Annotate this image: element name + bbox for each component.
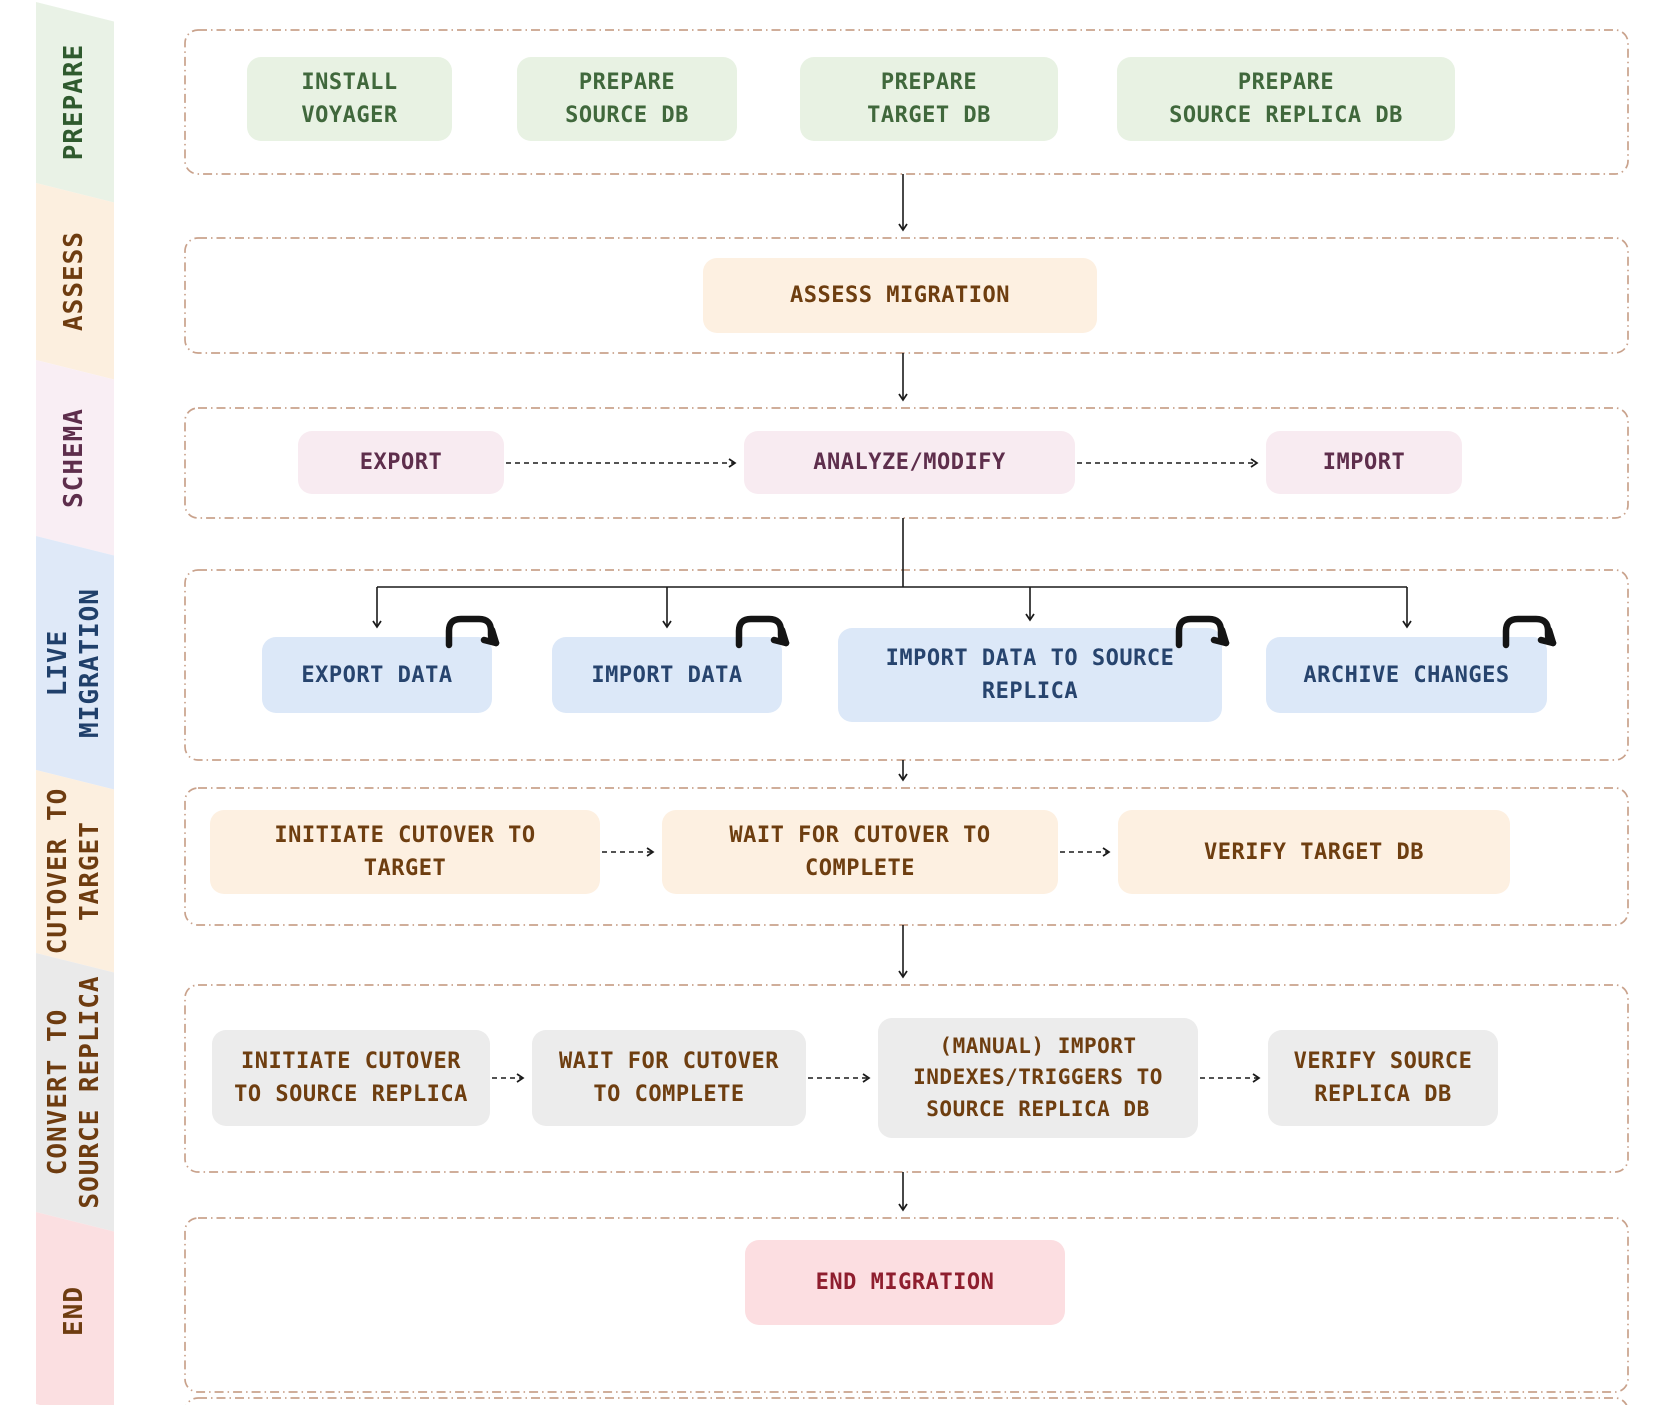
node-assess-migration: ASSESS MIGRATION [703,258,1097,333]
node-import-data: IMPORT DATA [552,637,782,713]
node-wait-cutover-source-replica: WAIT FOR CUTOVER TO COMPLETE [532,1030,806,1126]
node-manual-import-indexes-triggers: (MANUAL) IMPORT INDEXES/TRIGGERS TO SOUR… [878,1018,1198,1138]
node-prepare-source-replica-db: PREPARE SOURCE REPLICA DB [1117,57,1455,141]
node-install-voyager: INSTALL VOYAGER [247,57,452,141]
node-wait-cutover-target: WAIT FOR CUTOVER TO COMPLETE [662,810,1058,894]
phase-label-end: END [59,1286,89,1336]
node-archive-changes: ARCHIVE CHANGES [1266,637,1547,713]
phase-label-convert-to-source-replica: CONVERT TO SOURCE REPLICA [43,975,105,1209]
node-end-migration: END MIGRATION [745,1240,1065,1325]
node-export-schema: EXPORT [298,431,504,494]
node-import-schema: IMPORT [1266,431,1462,494]
node-analyze-modify-schema: ANALYZE/MODIFY [744,431,1075,494]
node-import-data-source-replica: IMPORT DATA TO SOURCE REPLICA [838,628,1222,722]
node-prepare-target-db: PREPARE TARGET DB [800,57,1058,141]
row-container-partial-bottom [185,1397,1628,1405]
node-verify-source-replica-db: VERIFY SOURCE REPLICA DB [1268,1030,1498,1126]
node-prepare-source-db: PREPARE SOURCE DB [517,57,737,141]
phase-label-assess: ASSESS [59,231,89,331]
phase-label-schema: SCHEMA [59,408,89,508]
node-initiate-cutover-source-replica: INITIATE CUTOVER TO SOURCE REPLICA [212,1030,490,1126]
node-initiate-cutover-target: INITIATE CUTOVER TO TARGET [210,810,600,894]
phase-label-cutover-to-target: CUTOVER TO TARGET [43,787,105,955]
node-export-data: EXPORT DATA [262,637,492,713]
phase-label-live-migration: LIVE MIGRATION [43,588,105,738]
node-verify-target-db: VERIFY TARGET DB [1118,810,1510,894]
phase-label-prepare: PREPARE [59,43,89,161]
